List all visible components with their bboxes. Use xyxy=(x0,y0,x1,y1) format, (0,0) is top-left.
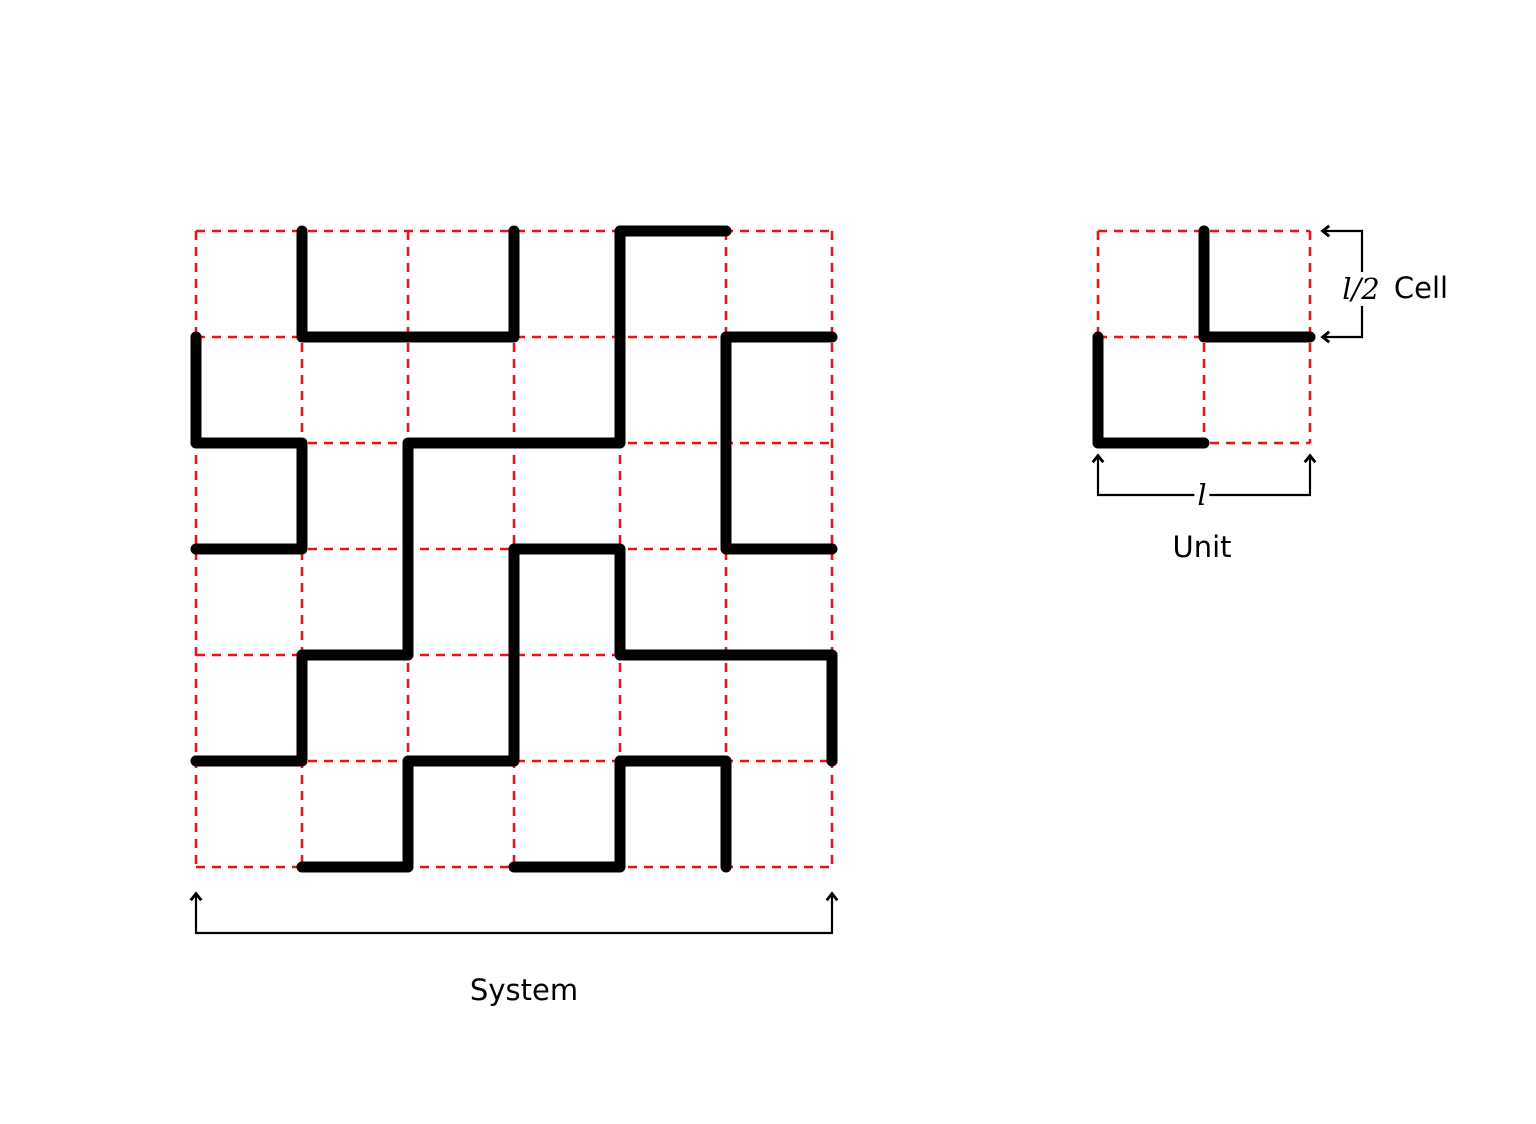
unit-path-segment xyxy=(1092,331,1210,449)
system-path-segment xyxy=(190,225,732,767)
system-path-segment xyxy=(296,543,838,873)
cell-label: Cell xyxy=(1393,271,1449,305)
system-path-segment xyxy=(296,225,520,343)
system-path-segment xyxy=(508,755,732,873)
system-paths xyxy=(190,225,838,873)
unit-paths xyxy=(1092,225,1316,449)
unit-label: Unit xyxy=(1172,530,1232,564)
unit-width-symbol: l xyxy=(1194,478,1210,512)
system-path-segment xyxy=(190,331,308,555)
system-label: System xyxy=(469,973,579,1007)
system-path-segment xyxy=(720,331,838,555)
cell-size-symbol: l/2 xyxy=(1339,272,1383,306)
unit-path-segment xyxy=(1198,225,1316,343)
system-width-bracket xyxy=(189,891,839,935)
